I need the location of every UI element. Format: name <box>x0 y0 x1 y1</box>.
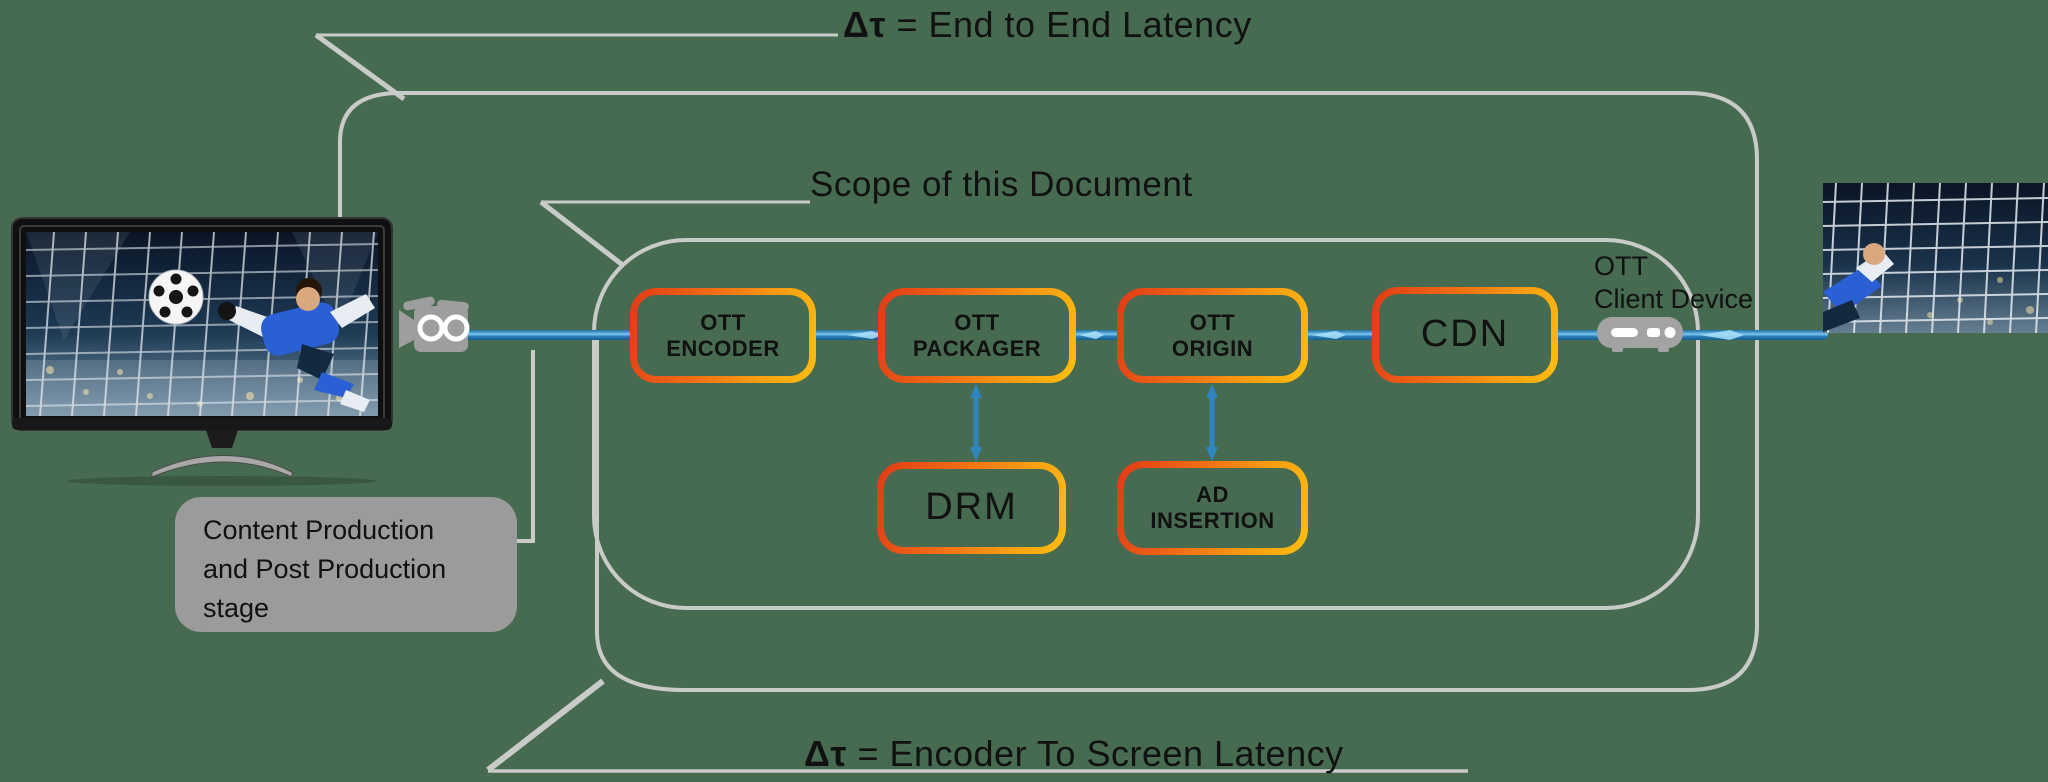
vertical-connectors <box>970 384 1218 461</box>
tv-stand <box>151 455 293 478</box>
goalkeeper <box>218 278 375 412</box>
delta-tau-symbol: Δτ <box>843 4 886 45</box>
node-ad-insertion: AD INSERTION <box>1117 461 1308 555</box>
node-ott-packager: OTT PACKAGER <box>878 288 1076 383</box>
node-label: ENCODER <box>666 335 780 361</box>
production-note-connector <box>515 350 535 543</box>
node-label: OTT <box>1189 309 1236 335</box>
screen-right-image <box>1823 183 2048 333</box>
scope-title: Scope of this Document <box>810 165 1193 204</box>
node-label: PACKAGER <box>912 335 1042 361</box>
tv-icon <box>11 217 393 486</box>
camera-icon <box>399 296 470 352</box>
node-cdn: CDN <box>1372 287 1558 383</box>
packager-drm-connector <box>970 384 982 461</box>
stream-line <box>462 330 1828 340</box>
node-label: INSERTION <box>1150 508 1275 533</box>
node-label: AD <box>1196 482 1229 508</box>
node-label: OTT <box>954 309 1000 335</box>
node-ott-origin: OTT ORIGIN <box>1117 288 1308 383</box>
encoder-to-screen-callout <box>486 678 1468 773</box>
node-label: OTT <box>700 309 746 335</box>
goalkeeper-right <box>1823 243 1894 332</box>
soccer-ball <box>148 269 204 325</box>
end-to-end-latency-title: Δτ = End to End Latency <box>843 4 1252 45</box>
node-label: CDN <box>1420 313 1510 356</box>
scope-container <box>592 238 1700 610</box>
client-device-label: OTT Client Device <box>1594 251 1754 314</box>
client-device-icon <box>1597 317 1683 352</box>
end-to-end-callout <box>314 32 838 102</box>
end-to-end-container <box>338 91 1759 692</box>
node-label: DRM <box>925 486 1018 529</box>
node-drm: DRM <box>877 462 1066 554</box>
origin-ad-connector <box>1206 384 1218 461</box>
production-note: Content Production and Post Production s… <box>175 497 517 632</box>
node-ott-encoder: OTT ENCODER <box>630 288 816 383</box>
tv-screen-image <box>26 232 378 416</box>
node-label: ORIGIN <box>1171 335 1254 361</box>
scope-callout <box>539 200 810 268</box>
delta-tau-symbol: Δτ <box>804 733 847 774</box>
encoder-to-screen-latency-title: Δτ = Encoder To Screen Latency <box>804 733 1344 774</box>
